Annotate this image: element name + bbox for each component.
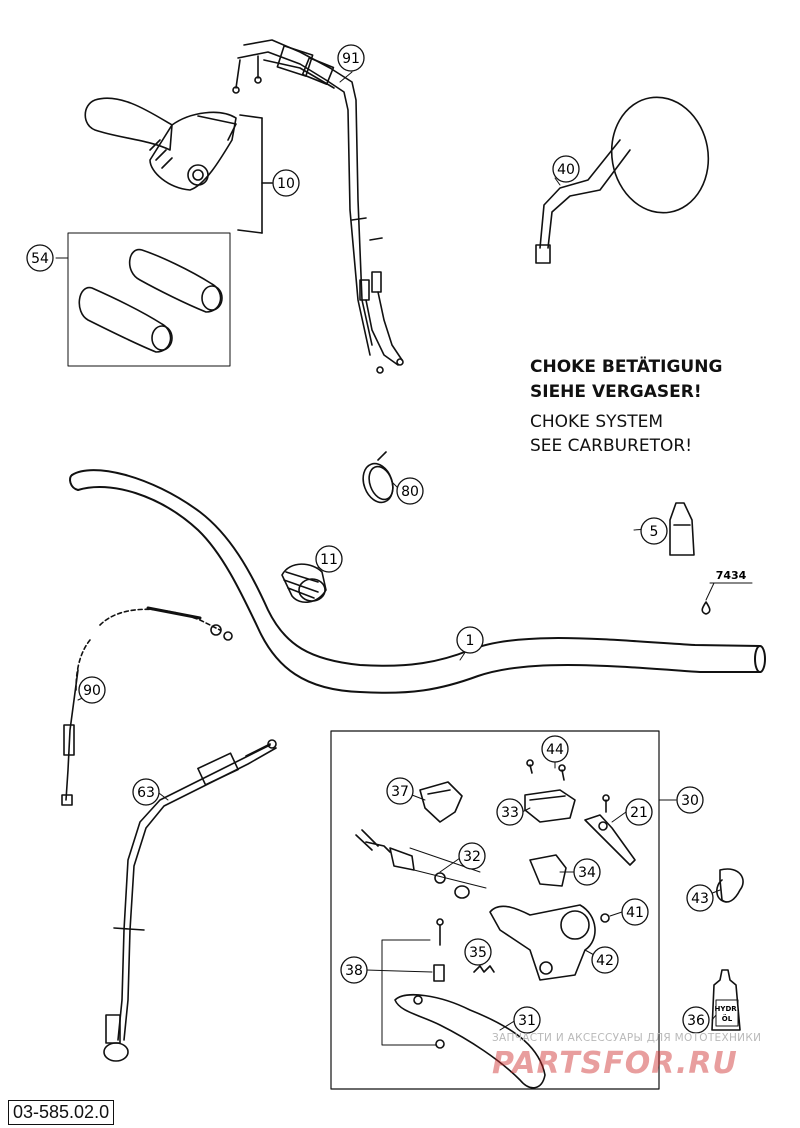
callout-11: 11 (315, 545, 343, 573)
cover-part-37 (419, 781, 463, 823)
choke-note-de-line2: SIEHE VERGASER! (530, 382, 702, 402)
svg-text:41: 41 (626, 905, 644, 921)
leader-lines (55, 71, 721, 1031)
callout-90: 90 (78, 676, 106, 704)
callout-42: 42 (591, 946, 619, 974)
svg-text:43: 43 (691, 891, 709, 907)
callout-37: 37 (386, 777, 414, 805)
svg-text:34: 34 (578, 865, 596, 881)
svg-text:33: 33 (501, 805, 519, 821)
cable-clip-part-80 (362, 451, 394, 504)
adhesive-bottle-part-5 (669, 502, 695, 556)
choke-note-en-line1: CHOKE SYSTEM (530, 412, 664, 432)
callout-91: 91 (337, 44, 365, 72)
callout-31: 31 (513, 1006, 541, 1034)
callout-1: 1 (456, 626, 484, 654)
svg-text:HYDR.: HYDR. (715, 1005, 740, 1013)
callout-80: 80 (396, 477, 424, 505)
spring-part-35 (473, 965, 495, 973)
callout-33: 33 (496, 798, 524, 826)
brake-lever-part-31 (394, 994, 546, 1089)
svg-text:44: 44 (546, 742, 564, 758)
pivot-pin-part-38 (381, 918, 445, 1049)
piston-spring-part-32 (355, 829, 487, 899)
svg-text:54: 54 (31, 251, 49, 267)
svg-text:37: 37 (391, 784, 409, 800)
callout-44: 44 (541, 735, 569, 763)
svg-text:5: 5 (650, 524, 659, 540)
svg-text:30: 30 (681, 793, 699, 809)
throttle-grip-part-10 (84, 97, 273, 234)
svg-text:ÖL: ÖL (722, 1014, 733, 1023)
callout-7434: 7434 (716, 569, 747, 582)
adhesive-drop-7434 (701, 582, 753, 615)
throttle-cables-part-91 (232, 39, 404, 374)
hydraulic-oil-bottle-part-36 (711, 969, 741, 1031)
clutch-cable-part-90 (61, 606, 233, 806)
svg-text:40: 40 (557, 162, 575, 178)
brake-line-part-63 (103, 739, 277, 1062)
mirror-part-40 (535, 96, 710, 264)
callout-54: 54 (26, 244, 54, 272)
clamp-part-43 (716, 868, 744, 903)
callout-36: 36 (682, 1006, 710, 1034)
svg-text:21: 21 (630, 805, 648, 821)
svg-text:38: 38 (345, 963, 363, 979)
reservoir-lid-part-33 (524, 789, 576, 823)
callout-35: 35 (464, 938, 492, 966)
svg-text:36: 36 (687, 1013, 705, 1029)
document-number: 03-585.02.0 (8, 1100, 115, 1125)
bottle-label: HYDR. ÖL (715, 1005, 740, 1023)
svg-text:1: 1 (466, 633, 475, 649)
svg-text:90: 90 (83, 683, 101, 699)
svg-text:31: 31 (518, 1013, 536, 1029)
callout-30: 30 (676, 786, 704, 814)
svg-text:32: 32 (463, 849, 481, 865)
watermark-logo: PARTSFOR.RU (492, 1046, 738, 1081)
svg-text:11: 11 (320, 552, 338, 568)
watermark-subtitle: ЗАПЧАСТИ И АКСЕССУАРЫ ДЛЯ МОТОТЕХНИКИ (492, 1032, 762, 1044)
master-cylinder-part-42 (489, 904, 610, 981)
choke-note-de-line1: CHOKE BETÄTIGUNG (530, 357, 723, 377)
svg-text:91: 91 (342, 51, 360, 67)
callout-63: 63 (132, 778, 160, 806)
callout-labels: 91 10 54 40 80 5 11 1 90 63 44 37 33 21 … (26, 44, 747, 1034)
callout-21: 21 (625, 798, 653, 826)
callout-43: 43 (686, 884, 714, 912)
rubber-sleeve-part-11 (281, 563, 327, 603)
screws-part-44 (526, 759, 566, 781)
callout-32: 32 (458, 842, 486, 870)
svg-text:42: 42 (596, 953, 614, 969)
svg-text:63: 63 (137, 785, 155, 801)
callout-40: 40 (552, 155, 580, 183)
brake-assembly-box-part-30 (330, 730, 677, 1090)
callout-34: 34 (573, 858, 601, 886)
svg-text:35: 35 (469, 945, 487, 961)
bracket-part-34 (529, 854, 567, 887)
lever-pivot-part-21 (584, 794, 636, 866)
svg-text:80: 80 (401, 484, 419, 500)
svg-text:10: 10 (277, 176, 295, 192)
callout-10: 10 (272, 169, 300, 197)
choke-note-en-line2: SEE CARBURETOR! (530, 436, 693, 456)
callout-38: 38 (340, 956, 368, 984)
handlebar-part-1 (69, 469, 766, 694)
grips-part-54 (67, 232, 231, 367)
callout-41: 41 (621, 898, 649, 926)
callout-5: 5 (640, 517, 668, 545)
